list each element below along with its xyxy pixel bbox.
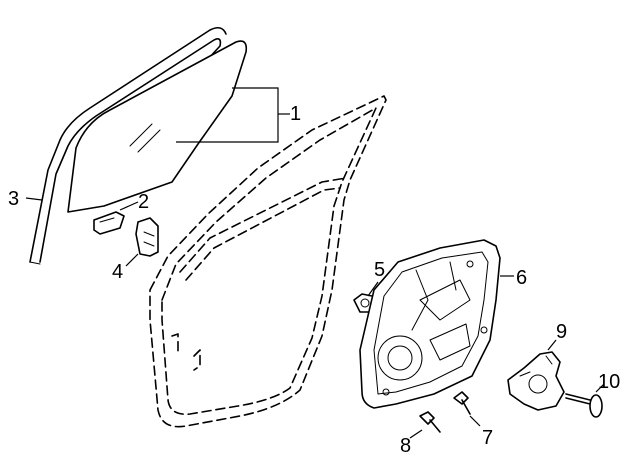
callout-9[interactable]: 9: [556, 321, 567, 343]
callout-1[interactable]: 1: [290, 103, 301, 125]
callout-2[interactable]: 2: [138, 191, 149, 213]
part-3-run-channel[interactable]: [29, 26, 227, 265]
callout-8[interactable]: 8: [400, 435, 411, 457]
part-6-module-panel[interactable]: [359, 239, 501, 409]
callout-6[interactable]: 6: [516, 267, 527, 289]
callout-3[interactable]: 3: [8, 188, 19, 210]
callout-7[interactable]: 7: [482, 427, 493, 449]
callout-10[interactable]: 10: [598, 371, 620, 393]
callout-4[interactable]: 4: [112, 261, 123, 283]
part-7-screw[interactable]: [453, 391, 471, 415]
part-10-motor-shaft[interactable]: [565, 393, 603, 418]
part-1-door-glass[interactable]: [67, 40, 248, 213]
part-4-bracket[interactable]: [135, 217, 159, 257]
part-9-window-motor[interactable]: [507, 351, 565, 411]
part-2-glass-clip[interactable]: [93, 211, 125, 235]
part-8-bolt[interactable]: [419, 411, 441, 433]
leader-lines: [25, 87, 605, 439]
door-shell-outline: [149, 95, 387, 428]
callout-5[interactable]: 5: [374, 259, 385, 281]
